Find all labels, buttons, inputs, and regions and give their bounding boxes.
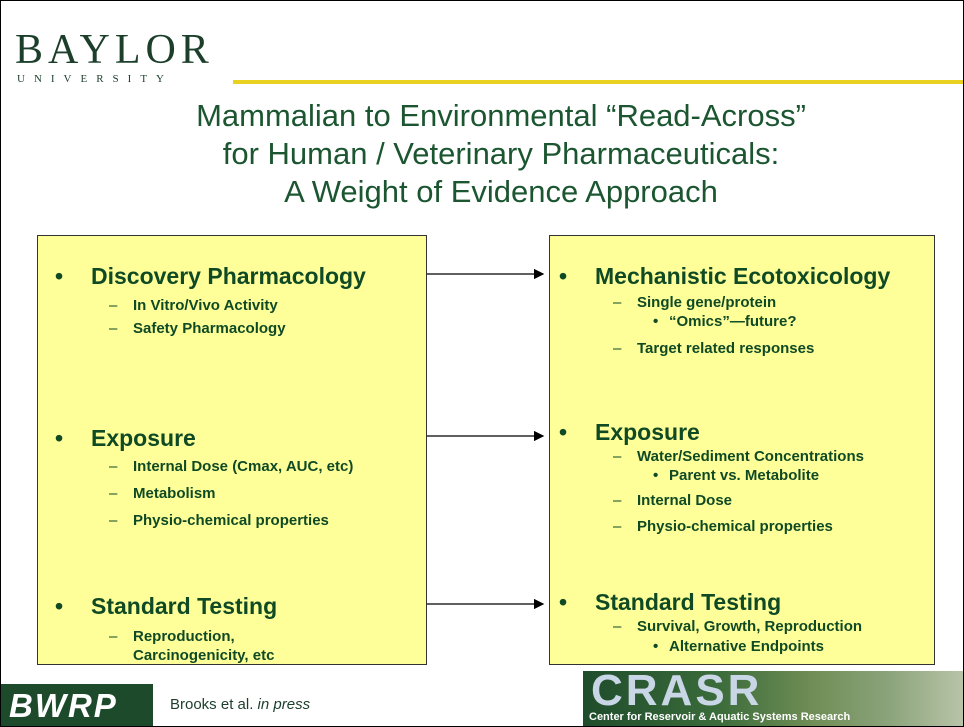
left-bullet-standard-label: Standard Testing: [91, 593, 278, 619]
right-bullet-mechanistic-label: Mechanistic Ecotoxicology: [595, 263, 891, 289]
right-sub-internal-dose: – Internal Dose: [613, 492, 733, 509]
left-sub-metabolism: – Metabolism: [109, 485, 216, 502]
left-sub-internal-dose: – Internal Dose (Cmax, AUC, etc): [109, 458, 354, 475]
bullet-dot: •: [559, 263, 568, 289]
mammalian-box: [37, 235, 427, 665]
left-bullet-discovery-label: Discovery Pharmacology: [91, 263, 366, 289]
title-line-3: A Weight of Evidence Approach: [284, 174, 718, 209]
slide-title: Mammalian to Environmental “Read-Across”…: [121, 97, 881, 211]
right-sub-target: – Target related responses: [613, 340, 815, 357]
bullet-dot: •: [55, 593, 64, 619]
left-sub-physio: – Physio-chemical properties: [109, 512, 329, 529]
left-sub-reproduction: – Reproduction, Carcinogenicity, etc: [109, 628, 275, 664]
title-line-1: Mammalian to Environmental “Read-Across”: [196, 98, 806, 133]
right-sub-survival: – Survival, Growth, Reproduction: [613, 618, 863, 635]
crasr-logo: CRASR Center for Reservoir & Aquatic Sys…: [583, 671, 963, 726]
bwrp-logo: BWRP: [1, 684, 153, 726]
left-bullet-exposure-label: Exposure: [91, 425, 196, 451]
right-sub-single-gene: – Single gene/protein: [613, 294, 777, 311]
citation-authors: Brooks et al.: [170, 696, 254, 713]
crasr-logo-text: CRASR: [591, 671, 763, 715]
baylor-logo-subtitle: UNIVERSITY: [17, 73, 173, 85]
environmental-box: [549, 235, 935, 665]
right-bullet-mechanistic: • Mechanistic Ecotoxicology: [559, 263, 891, 289]
bullet-dot: •: [55, 425, 64, 451]
citation-status: in press: [257, 696, 311, 713]
right-bullet-standard-label: Standard Testing: [595, 589, 782, 615]
right-subsub-parent: • Parent vs. Metabolite: [653, 467, 820, 484]
title-line-2: for Human / Veterinary Pharmaceuticals:: [222, 136, 780, 171]
right-subsub-omics: • “Omics”—future?: [653, 313, 797, 330]
baylor-logo: BAYLOR: [15, 27, 214, 73]
left-bullet-exposure: • Exposure: [55, 425, 196, 451]
bullet-dot: •: [55, 263, 64, 289]
header-rule: [233, 80, 963, 84]
right-sub-physio: – Physio-chemical properties: [613, 518, 833, 535]
left-bullet-discovery: • Discovery Pharmacology: [55, 263, 366, 289]
right-bullet-standard: • Standard Testing: [559, 589, 782, 615]
right-bullet-exposure: • Exposure: [559, 419, 700, 445]
right-bullet-exposure-label: Exposure: [595, 419, 700, 445]
left-sub-invitro: – In Vitro/Vivo Activity: [109, 297, 278, 314]
right-subsub-alternative: • Alternative Endpoints: [653, 638, 825, 655]
left-sub-safety: – Safety Pharmacology: [109, 320, 286, 337]
bullet-dot: •: [559, 589, 568, 615]
bwrp-logo-text: BWRP: [9, 687, 118, 724]
left-bullet-standard: • Standard Testing: [55, 593, 278, 619]
crasr-logo-subtitle: Center for Reservoir & Aquatic Systems R…: [589, 711, 851, 723]
bullet-dot: •: [559, 419, 568, 445]
right-sub-water-sediment: – Water/Sediment Concentrations: [613, 448, 864, 465]
citation: Brooks et al. in press: [170, 696, 310, 713]
